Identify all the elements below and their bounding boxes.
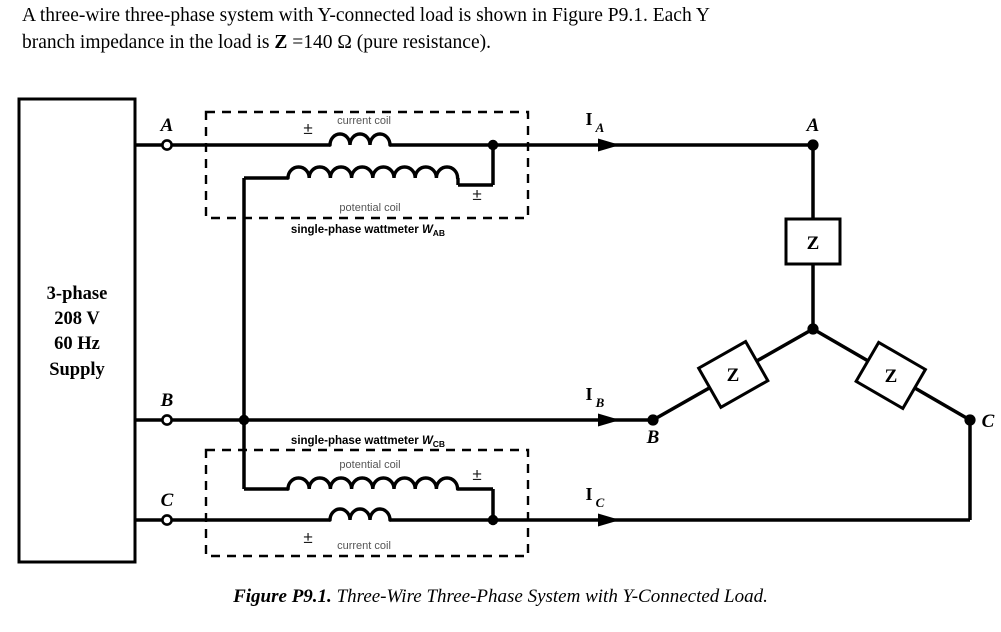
terminal-label-b: B [160, 390, 174, 411]
impedance-box-a-label: Z [807, 233, 820, 254]
load-node-label-b: B [646, 427, 660, 448]
current-coil-ab [328, 132, 392, 147]
impedance-box-b-label: Z [727, 365, 740, 386]
impedance-box-c-group [854, 340, 928, 411]
load-node-label-c: C [982, 411, 995, 432]
terminal-circle-c [161, 514, 173, 526]
polarity-mark-potential-ab: ± [472, 185, 481, 204]
wattmeter-ab-boundary [204, 110, 530, 220]
current-label-b-symbol: I [585, 384, 592, 404]
load-node-dot-b [647, 414, 659, 426]
current-arrow-b [598, 413, 620, 427]
current-coil-label-ab: current coil [337, 115, 391, 127]
impedance-box-b [696, 339, 770, 410]
supply-box [17, 97, 137, 564]
wattmeter-cb-boundary [204, 448, 530, 558]
supply-label-line1: 3-phase [47, 284, 108, 304]
current-arrow-a [598, 138, 620, 152]
polarity-mark-current-cb: ± [303, 528, 312, 547]
load-node-label-a: A [806, 115, 820, 136]
polarity-mark-current-ab: ± [303, 119, 312, 138]
wattmeter-cb-caption: single-phase wattmeter WCB [291, 435, 445, 449]
circuit-svg: 3-phase 208 V 60 Hz Supply A I A current… [17, 97, 995, 564]
figure-caption-title: Three-Wire Three-Phase System with Y-Con… [336, 586, 768, 607]
impedance-box-b-group [696, 339, 770, 410]
current-label-a-symbol: I [585, 109, 592, 129]
current-label-b-subscript: B [595, 395, 605, 410]
current-label-c-symbol: I [585, 484, 592, 504]
current-coil-label-cb: current coil [337, 540, 391, 552]
wattmeter-ab-caption-sub: AB [433, 228, 445, 238]
wattmeter-cb-caption-w: W [422, 435, 434, 447]
supply-label-line3: 60 Hz [54, 334, 100, 354]
current-label-c-subscript: C [596, 495, 605, 510]
problem-line-2b: =140 Ω (pure resistance). [287, 32, 491, 53]
problem-line-2a: branch impedance in the load is [22, 32, 275, 53]
wattmeter-ab-caption-prefix: single-phase wattmeter [291, 224, 422, 236]
figure-caption: Figure P9.1. Three-Wire Three-Phase Syst… [0, 586, 1001, 608]
current-coil-cb [328, 507, 392, 522]
problem-statement: A three-wire three-phase system with Y-c… [22, 2, 982, 56]
potential-coil-label-ab: potential coil [339, 202, 400, 214]
impedance-symbol-inline: Z [274, 32, 288, 53]
supply-label-line2: 208 V [54, 309, 100, 329]
potential-coil-cb [286, 476, 460, 491]
problem-line-1: A three-wire three-phase system with Y-c… [22, 5, 710, 26]
impedance-box-c-label: Z [885, 366, 898, 387]
wattmeter-cb-caption-prefix: single-phase wattmeter [291, 435, 422, 447]
supply-label-line4: Supply [49, 360, 105, 380]
terminal-circle-b [161, 414, 173, 426]
wattmeter-ab-caption: single-phase wattmeter WAB [291, 224, 445, 238]
current-label-a-subscript: A [595, 120, 605, 135]
terminal-label-a: A [160, 115, 174, 136]
potential-coil-ab [286, 165, 460, 180]
polarity-mark-potential-cb: ± [472, 465, 481, 484]
current-arrow-c [598, 513, 620, 527]
terminal-circle-a [161, 139, 173, 151]
impedance-box-c [854, 340, 928, 411]
wattmeter-ab-caption-w: W [422, 224, 434, 236]
wattmeter-cb-caption-sub: CB [433, 439, 445, 449]
figure-caption-number: Figure P9.1. [233, 586, 332, 607]
potential-coil-label-cb: potential coil [339, 459, 400, 471]
terminal-label-c: C [161, 490, 174, 511]
